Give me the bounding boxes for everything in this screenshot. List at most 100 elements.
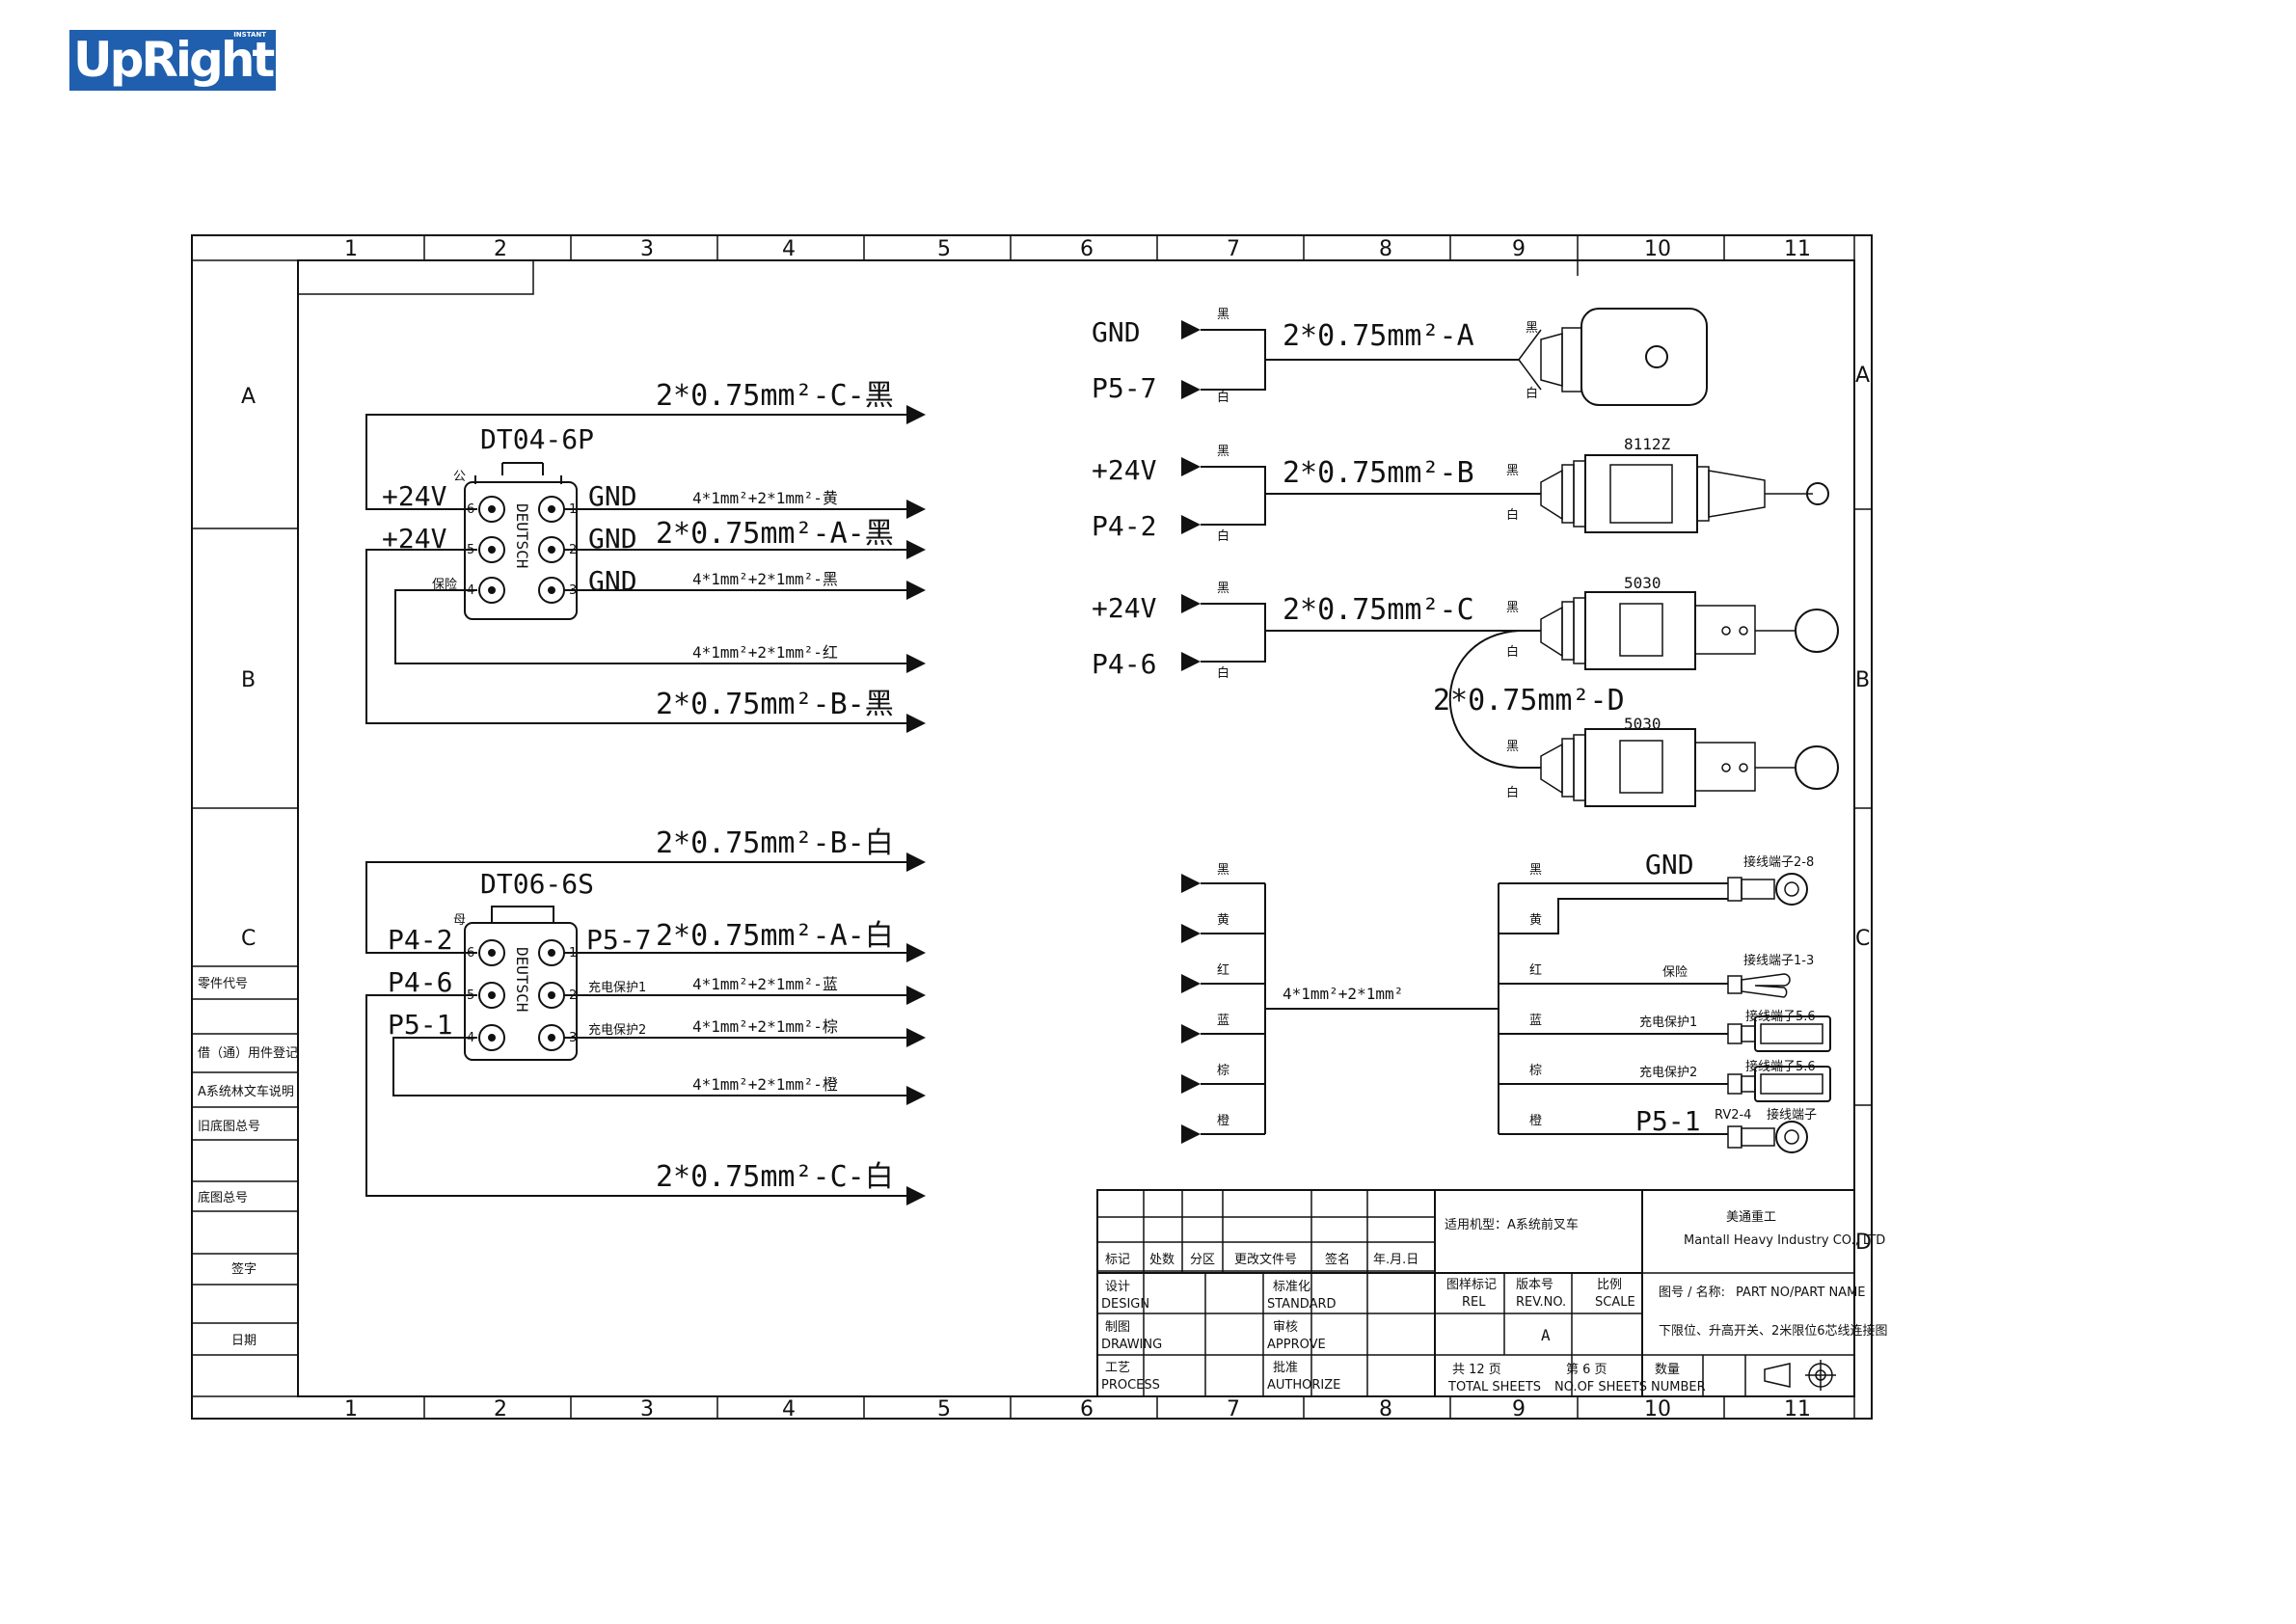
cable-label: 2*0.75mm²-D bbox=[1433, 684, 1625, 717]
scale-label: 比例 bbox=[1597, 1278, 1622, 1292]
row-label: A bbox=[241, 385, 256, 409]
applicable-model: 适用机型：A系统前叉车 bbox=[1445, 1217, 1579, 1232]
side-table-cell: 借（通）用件登记 bbox=[198, 1046, 298, 1061]
rev-header: 标记 bbox=[1105, 1253, 1130, 1267]
title-block: 标记 处数 分区 更改文件号 签名 年.月.日 设计 DESIGN 制图 DRA… bbox=[1096, 1189, 1888, 1397]
harness-cable-label: 4*1mm²+2*1mm² bbox=[1283, 985, 1403, 1003]
wire-color: 黑 bbox=[1217, 582, 1229, 596]
rel-label-en: REL bbox=[1462, 1295, 1486, 1310]
pin-label: +24V bbox=[382, 480, 447, 512]
wire-color: 棕 bbox=[1529, 1064, 1542, 1078]
company-name-cn: 美通重工 bbox=[1726, 1209, 1776, 1225]
role-label-en: STANDARD bbox=[1267, 1297, 1337, 1312]
wires-group-top: 2*0.75mm²-C-黑 4*1mm²+2*1mm²-黄 2*0.75mm²-… bbox=[365, 379, 926, 733]
row-label: B bbox=[241, 668, 256, 692]
role-label: 审核 bbox=[1273, 1320, 1298, 1335]
col-label: 8 bbox=[1379, 1397, 1392, 1421]
pin-socket bbox=[478, 982, 505, 1009]
number-label: 数量 bbox=[1655, 1363, 1680, 1377]
part-label: 图号 / 名称: bbox=[1659, 1285, 1725, 1300]
pin-socket bbox=[478, 1024, 505, 1051]
wire-color: 白 bbox=[1506, 507, 1519, 523]
sheet-number-en: NO.OF SHEETS bbox=[1554, 1380, 1647, 1394]
rev-value: A bbox=[1541, 1326, 1551, 1344]
cable-label: 2*0.75mm²-C bbox=[1283, 593, 1474, 627]
ring-terminal bbox=[1727, 873, 1808, 906]
total-sheets-en: TOTAL SHEETS bbox=[1447, 1380, 1541, 1394]
wire-color: 白 bbox=[1217, 528, 1229, 544]
pin-label: P5-1 bbox=[388, 1009, 452, 1041]
pin-socket bbox=[538, 496, 565, 523]
switch-model: 5030 bbox=[1624, 574, 1661, 592]
col-label: 4 bbox=[782, 237, 796, 261]
pin-socket bbox=[538, 1024, 565, 1051]
wire-color: 黑 bbox=[1506, 464, 1519, 478]
col-label: 8 bbox=[1379, 237, 1392, 261]
drawing-frame-outer bbox=[191, 234, 1873, 1420]
rev-header: 更改文件号 bbox=[1234, 1253, 1297, 1267]
role-label: 制图 bbox=[1105, 1320, 1130, 1335]
side-table-cell: 底图总号 bbox=[198, 1190, 248, 1205]
col-label: 1 bbox=[344, 237, 358, 261]
part-name: 下限位、升高开关、2米限位6芯线连接图 bbox=[1659, 1323, 1888, 1339]
wire-color: 黑 bbox=[1506, 601, 1519, 615]
wire-color: 白 bbox=[1506, 785, 1519, 800]
wire-label: 2*0.75mm²-B-白 bbox=[656, 826, 894, 860]
col-label: 11 bbox=[1784, 237, 1811, 261]
part-label-en: PART NO/PART NAME bbox=[1736, 1286, 1866, 1300]
wire-label: 4*1mm²+2*1mm²-黑 bbox=[692, 570, 838, 588]
switch-model: 5030 bbox=[1624, 715, 1661, 733]
wire-color: 黄 bbox=[1217, 913, 1229, 928]
signal-label: 充电保护2 bbox=[1639, 1065, 1697, 1080]
wire-color: 黄 bbox=[1529, 913, 1542, 928]
wire-label: 2*0.75mm²-C-黑 bbox=[656, 379, 894, 413]
wire-color: 白 bbox=[1217, 390, 1229, 405]
pin-socket bbox=[478, 496, 505, 523]
projection-symbol-icon bbox=[1764, 1360, 1836, 1391]
col-label: 6 bbox=[1080, 1397, 1094, 1421]
scale-label-en: SCALE bbox=[1595, 1295, 1635, 1310]
pin-socket bbox=[478, 536, 505, 563]
rev-header: 签名 bbox=[1325, 1252, 1350, 1267]
wire-color: 黑 bbox=[1217, 308, 1229, 322]
col-label: 6 bbox=[1080, 237, 1094, 261]
side-table-cell: 零件代号 bbox=[198, 977, 248, 991]
row-label: C bbox=[241, 927, 256, 951]
connector-body-label: DEUTSCH bbox=[513, 947, 531, 1012]
wire-color: 黑 bbox=[1529, 863, 1542, 878]
col-label: 4 bbox=[782, 1397, 796, 1421]
switch-model: 8112Z bbox=[1624, 435, 1671, 453]
wire-label: 2*0.75mm²-A-黑 bbox=[656, 517, 894, 551]
terminal-label: RV2-4 bbox=[1715, 1108, 1751, 1123]
signal-label: P5-7 bbox=[1092, 372, 1156, 404]
wire-color: 橙 bbox=[1529, 1114, 1542, 1128]
cable-label: 2*0.75mm²-A bbox=[1283, 319, 1474, 353]
wire-color: 蓝 bbox=[1217, 1014, 1229, 1028]
rev-header: 分区 bbox=[1190, 1253, 1215, 1267]
harness-breakout: 黑 黄 红 蓝 棕 橙 4*1mm²+2*1mm² 黑 黄 红 蓝 棕 橙 GN… bbox=[1181, 849, 1831, 1153]
row-label: A bbox=[1855, 364, 1870, 388]
signal-label: 保险 bbox=[1662, 965, 1688, 980]
cable-label: 2*0.75mm²-B bbox=[1283, 456, 1474, 490]
wire-color: 橙 bbox=[1217, 1114, 1229, 1128]
company-name-en: Mantall Heavy Industry CO., LTD bbox=[1684, 1233, 1885, 1248]
signal-label: +24V bbox=[1092, 592, 1157, 624]
column-labels: 1 2 3 4 5 6 7 8 9 10 11 1 2 3 4 5 6 7 8 … bbox=[344, 237, 1811, 1421]
role-label: 批准 bbox=[1273, 1361, 1298, 1375]
wire-label: 4*1mm²+2*1mm²-红 bbox=[692, 643, 838, 662]
col-label: 3 bbox=[640, 237, 654, 261]
logo-text: UpRight bbox=[73, 32, 275, 88]
col-label: 2 bbox=[494, 1397, 507, 1421]
pin-socket bbox=[538, 939, 565, 966]
role-label: 标准化 bbox=[1273, 1280, 1310, 1294]
row-label: C bbox=[1855, 927, 1870, 951]
wire-color: 白 bbox=[1506, 644, 1519, 660]
pin-label: GND bbox=[588, 480, 637, 512]
col-label: 10 bbox=[1644, 1397, 1671, 1421]
connector-dt06-6s: DT06-6S DEUTSCH 母 6 5 4 1 2 3 P4-2 P4-6 … bbox=[388, 868, 651, 1061]
logo-tag: INSTANT bbox=[233, 31, 266, 39]
signal-label: P4-6 bbox=[1092, 648, 1156, 680]
pin-label: P4-2 bbox=[388, 924, 452, 956]
wire-color: 黑 bbox=[1506, 740, 1519, 754]
